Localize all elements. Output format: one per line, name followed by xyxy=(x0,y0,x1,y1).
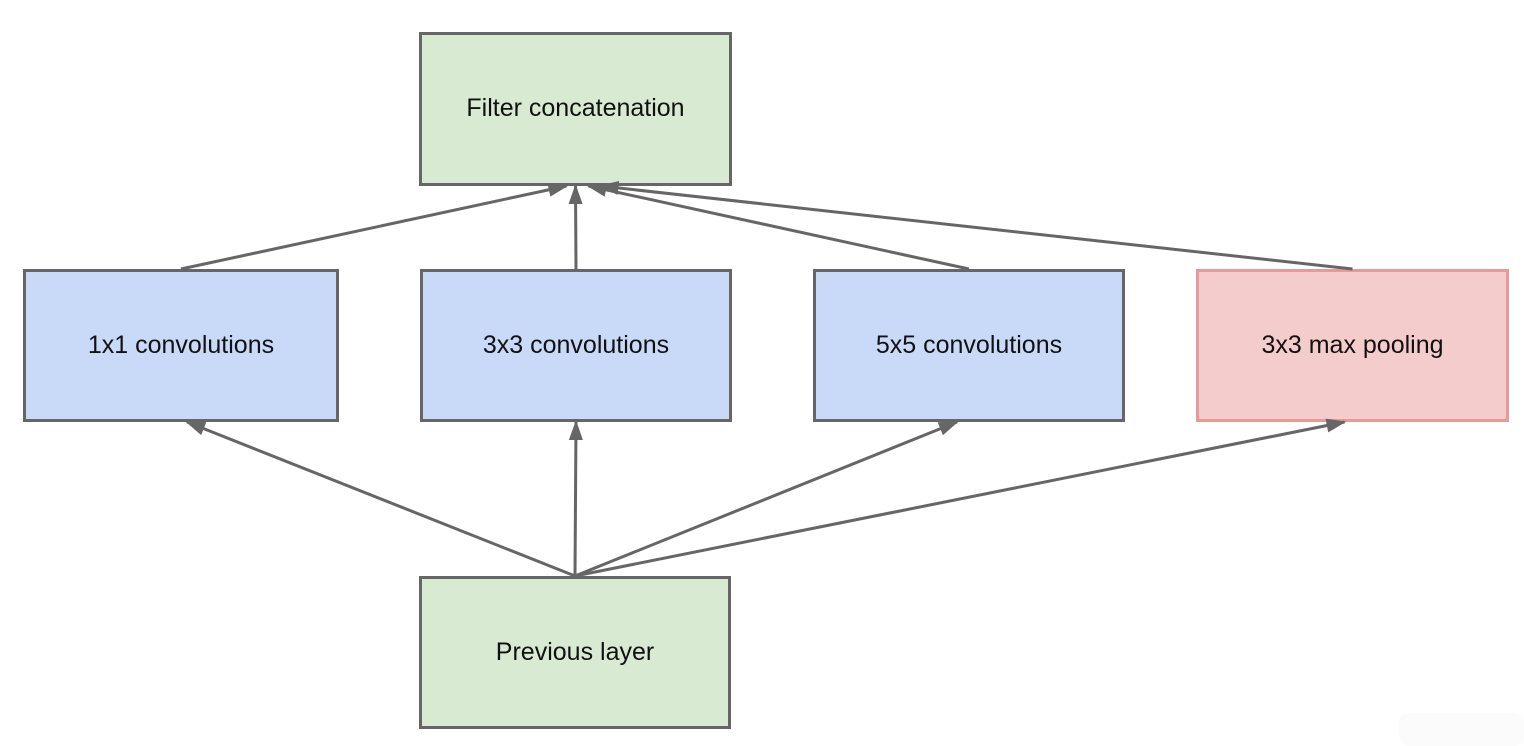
edge-conv3x3-to-filter_concat xyxy=(568,184,583,270)
node-1x1-convolutions: 1x1 convolutions xyxy=(23,269,339,422)
node-label: 3x3 convolutions xyxy=(482,330,670,359)
node-3x3-convolutions: 3x3 convolutions xyxy=(420,269,732,422)
edge-conv5x5-to-filter_concat xyxy=(586,182,970,271)
edge-maxpool-to-filter_concat xyxy=(598,181,1353,271)
edge-conv1x1-to-filter_concat xyxy=(180,182,569,271)
node-filter-concatenation: Filter concatenation xyxy=(419,32,732,186)
edge-previous-to-conv5x5 xyxy=(574,420,959,578)
node-label: 1x1 convolutions xyxy=(87,330,275,359)
node-label: Previous layer xyxy=(495,637,655,666)
node-3x3-max-pooling: 3x3 max pooling xyxy=(1196,269,1509,422)
edge-previous-to-maxpool xyxy=(574,418,1347,578)
background-artifact xyxy=(1399,713,1524,746)
node-5x5-convolutions: 5x5 convolutions xyxy=(813,269,1125,422)
node-previous-layer: Previous layer xyxy=(419,576,731,729)
edge-previous-to-conv1x1 xyxy=(185,420,576,578)
edge-previous-to-conv3x3 xyxy=(568,420,583,577)
node-label: 5x5 convolutions xyxy=(875,330,1063,359)
node-label: Filter concatenation xyxy=(466,94,685,123)
node-label: 3x3 max pooling xyxy=(1261,330,1444,359)
